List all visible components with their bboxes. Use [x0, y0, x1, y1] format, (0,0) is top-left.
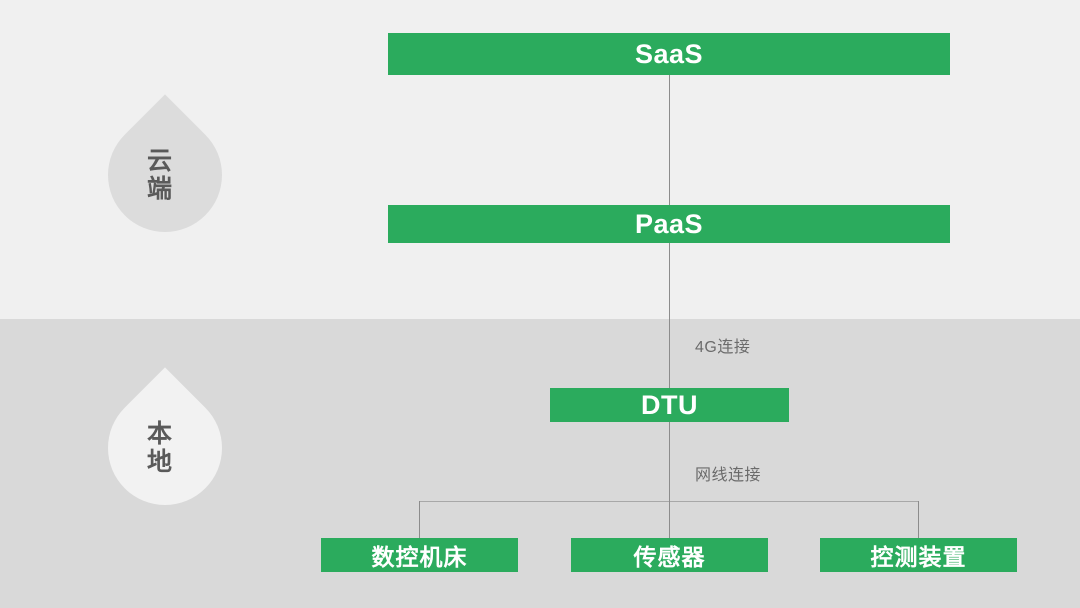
node-paas[interactable]: PaaS [388, 205, 950, 243]
label-4g-connection: 4G连接 [695, 339, 751, 356]
cloud-zone-badge: 云 端 [84, 94, 246, 256]
local-zone-badge: 本 地 [84, 367, 246, 529]
connector-bus-to-device-1 [419, 501, 420, 538]
connector-bus-to-device-3 [918, 501, 919, 538]
cloud-zone-label: 云 端 [146, 147, 173, 203]
node-device-control-unit[interactable]: 控测装置 [820, 538, 1017, 572]
node-dtu-label: DTU [641, 389, 698, 420]
connector-saas-to-paas [669, 75, 670, 205]
connector-paas-to-dtu [669, 243, 670, 388]
node-saas-label: SaaS [634, 38, 704, 69]
node-device-cnc-machine[interactable]: 数控机床 [321, 538, 518, 572]
node-device-1-label: 数控机床 [371, 544, 468, 570]
node-paas-label: PaaS [634, 208, 704, 239]
node-dtu[interactable]: DTU [550, 388, 789, 422]
node-device-sensor[interactable]: 传感器 [571, 538, 768, 572]
label-ethernet-connection: 网线连接 [695, 467, 762, 484]
node-device-3-label: 控测装置 [870, 544, 967, 570]
connector-bus-to-device-2 [669, 501, 670, 538]
node-saas[interactable]: SaaS [388, 33, 950, 75]
local-zone-label: 本 地 [146, 420, 173, 476]
node-device-2-label: 传感器 [633, 544, 706, 570]
connector-dtu-to-bus [669, 422, 670, 501]
